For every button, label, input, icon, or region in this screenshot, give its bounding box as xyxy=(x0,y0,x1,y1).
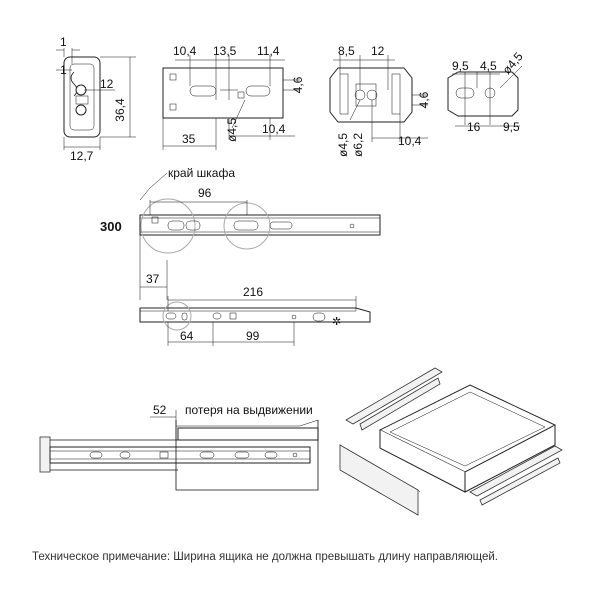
dim-1-mid: 1 xyxy=(60,63,67,77)
extension-loss-label: потеря на выдвижении xyxy=(185,403,313,417)
dim-12-b: 12 xyxy=(371,44,385,58)
drawer-isometric xyxy=(339,367,563,516)
dim-99: 99 xyxy=(246,329,260,343)
dim-11-4: 11,4 xyxy=(257,44,280,58)
dim-9-5-a: 9,5 xyxy=(452,59,469,73)
extended-drawer-assembly xyxy=(39,419,319,491)
dim-8-5: 8,5 xyxy=(338,44,355,58)
dim-phi4-5-b: ø4,5 xyxy=(336,133,350,157)
dim-4-6-a: 4,6 xyxy=(291,76,305,93)
drawer-rail-side-view: ✲ xyxy=(139,296,371,346)
rail-length-label: 300 xyxy=(100,219,122,234)
dim-10-4-a: 10,4 xyxy=(262,122,286,136)
dim-4-5: 4,5 xyxy=(480,59,497,73)
dim-phi4-5-a: ø4,5 xyxy=(225,118,239,142)
dim-12-7: 12,7 xyxy=(70,149,94,163)
technical-note: Техническое примечание: Ширина ящика не … xyxy=(32,551,498,563)
dim-16: 16 xyxy=(467,120,481,134)
dim-64: 64 xyxy=(180,329,194,343)
dim-12-profile: 12 xyxy=(100,77,114,91)
dim-phi6-2: ø6,2 xyxy=(351,133,365,157)
dim-4-6-b: 4,6 xyxy=(417,91,431,108)
star-mark-icon: ✲ xyxy=(332,316,341,328)
dim-37: 37 xyxy=(146,272,160,286)
dim-96: 96 xyxy=(198,186,212,200)
dim-10-4-top: 10,4 xyxy=(173,44,197,58)
rail-profile-section xyxy=(56,48,136,150)
dim-36-4: 36,4 xyxy=(113,98,127,122)
cabinet-rail-side-view xyxy=(139,198,381,254)
dim-35: 35 xyxy=(182,132,196,146)
cabinet-edge-label: край шкафа xyxy=(168,166,235,180)
bracket-detail-3 xyxy=(447,65,523,127)
dim-216: 216 xyxy=(243,285,263,299)
dim-9-5-b: 9,5 xyxy=(503,120,520,134)
bracket-detail-1 xyxy=(162,55,300,150)
bracket-detail-2 xyxy=(329,55,428,142)
dim-1-top: 1 xyxy=(60,35,67,49)
dim-52: 52 xyxy=(153,403,167,417)
dim-13-5: 13,5 xyxy=(213,44,237,58)
dim-10-4-b: 10,4 xyxy=(398,134,422,148)
